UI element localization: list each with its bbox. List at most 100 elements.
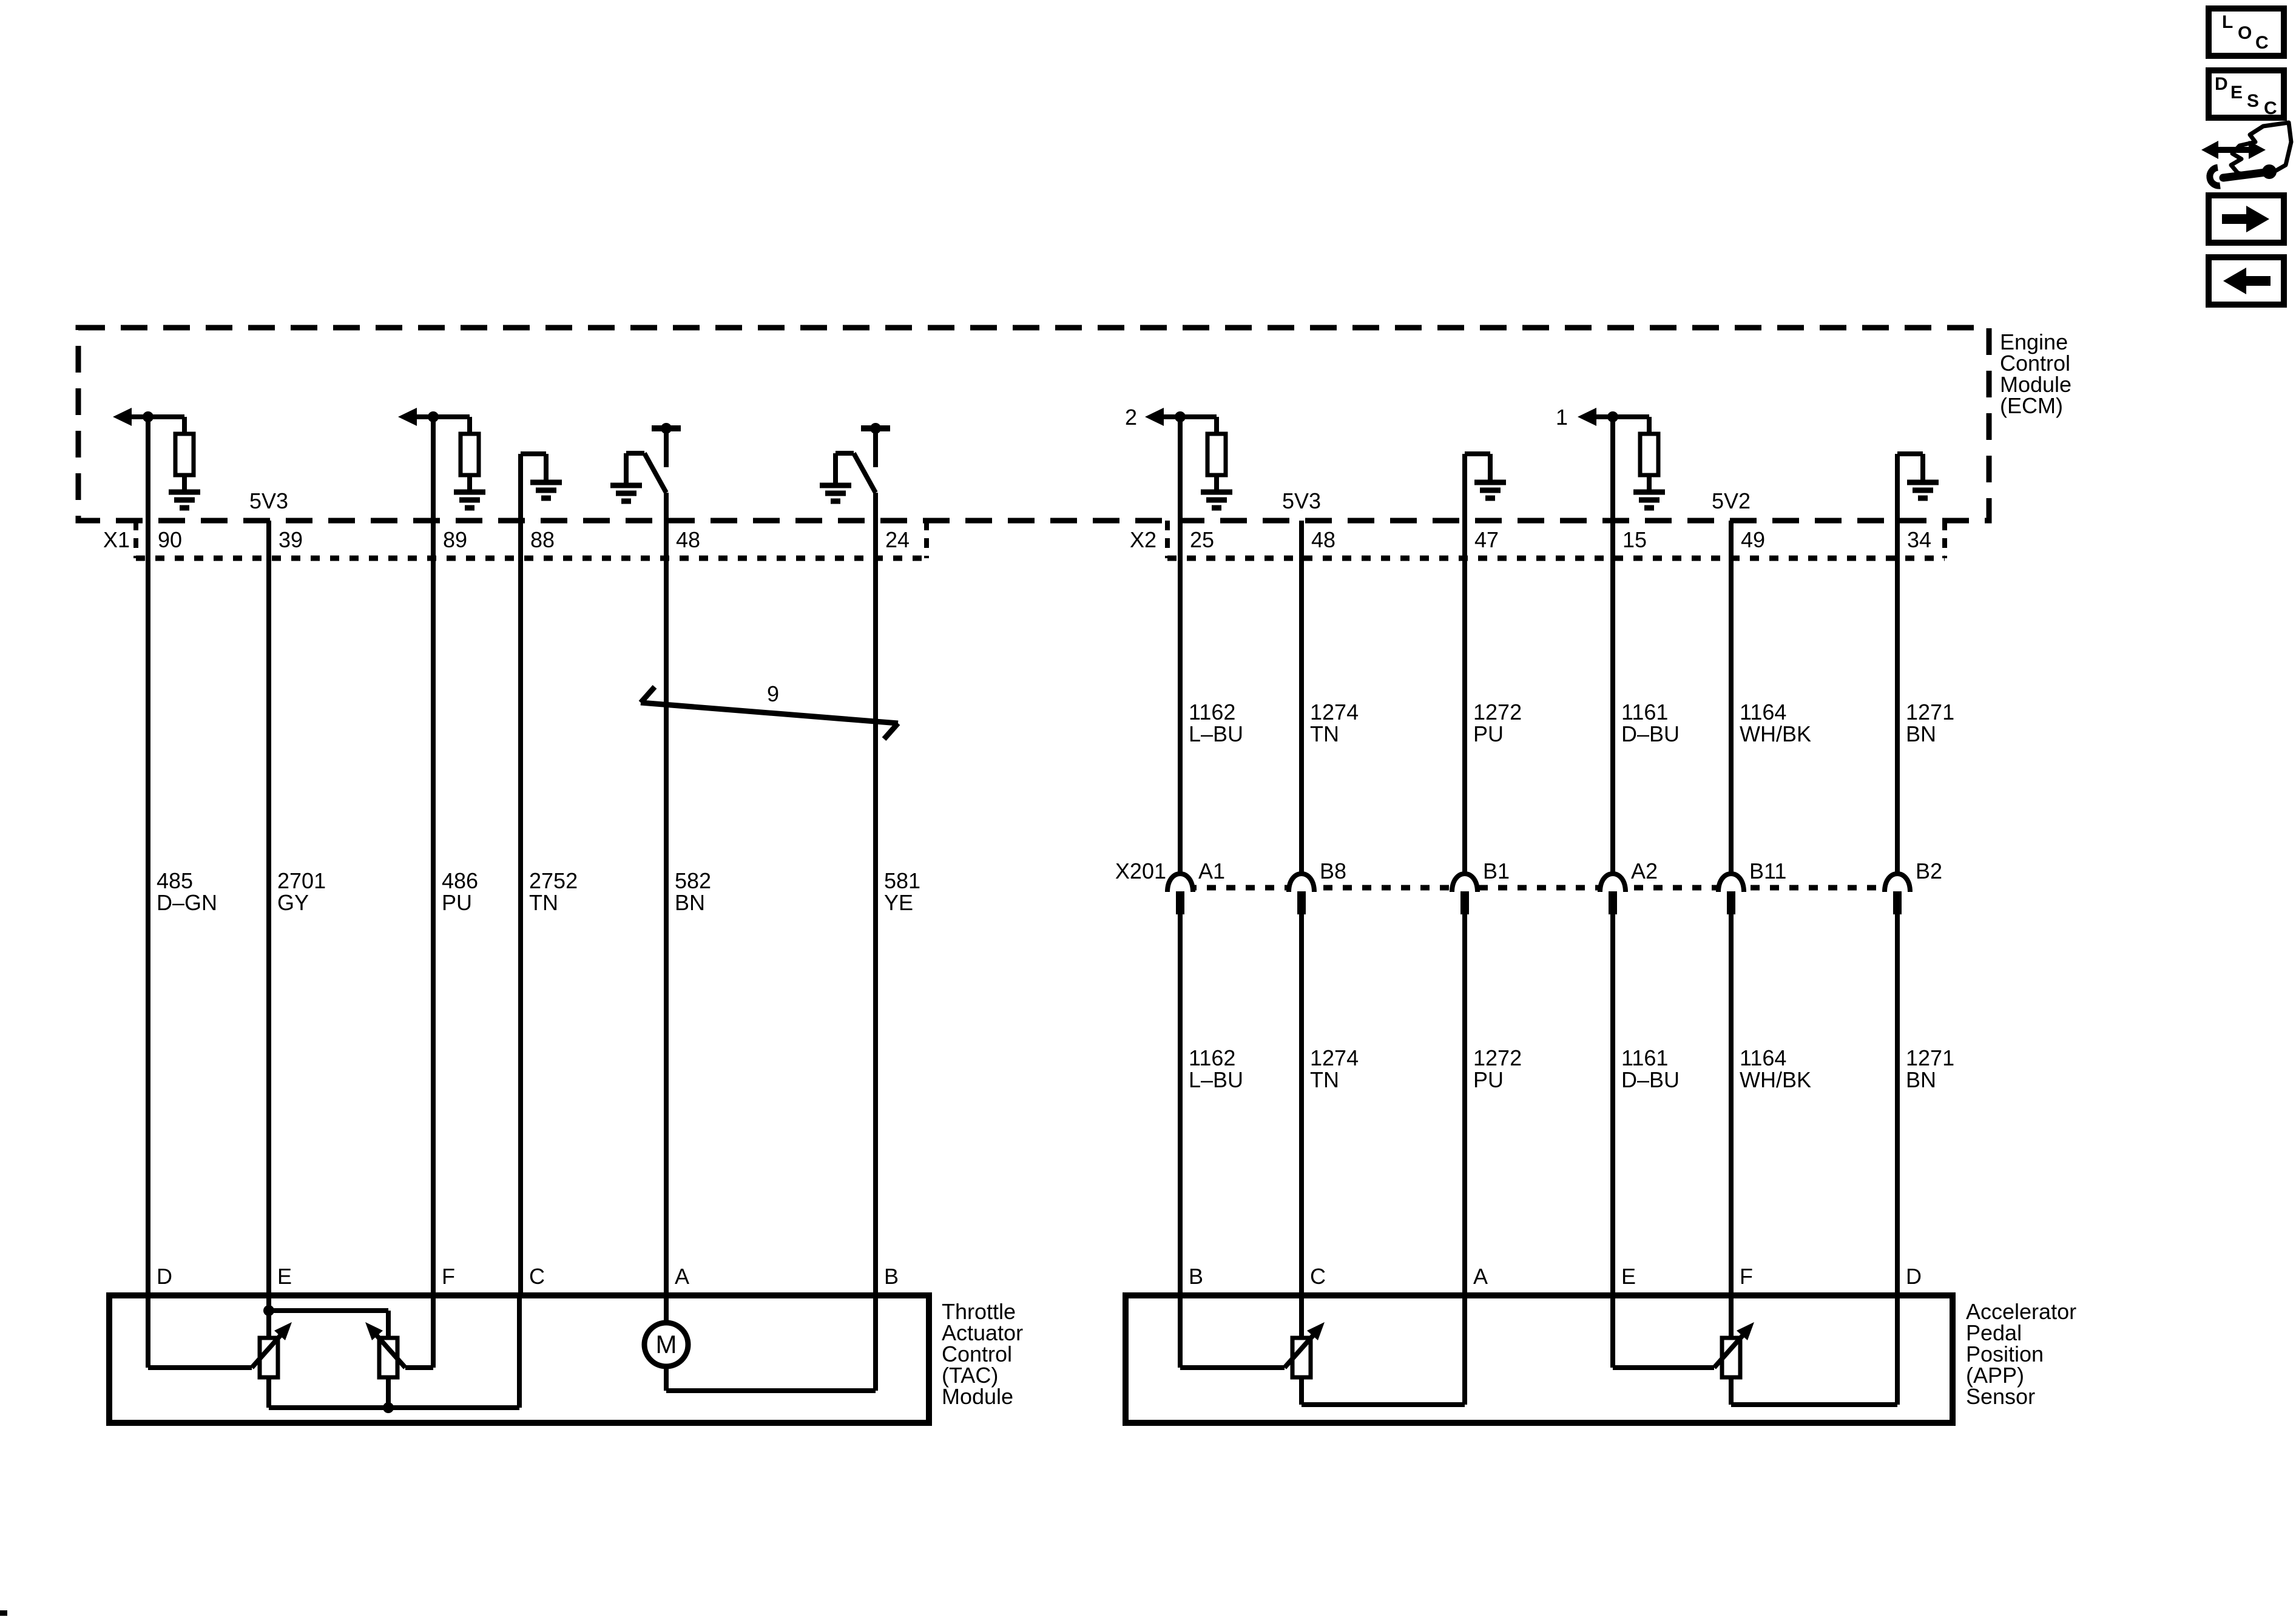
ref-voltage-5v3-left: 5V3 — [249, 488, 288, 513]
connector-x201-label: X201 — [1115, 859, 1166, 883]
wire-label: 1161 — [1621, 1045, 1668, 1070]
desc-letter-d: D — [2215, 74, 2228, 94]
wire-label: BN — [1906, 1067, 1936, 1092]
wire-label: 1274 — [1310, 700, 1359, 724]
ground-hook-pin88 — [518, 454, 562, 521]
app-pin-f: F — [1740, 1264, 1753, 1289]
app-pot2-wiper — [1712, 1333, 1745, 1369]
ref-voltage-5v3-right: 5V3 — [1282, 488, 1321, 513]
wire-label: PU — [1473, 1067, 1504, 1092]
app-pin-a: A — [1473, 1264, 1488, 1289]
wire-label: 1274 — [1310, 1045, 1359, 1070]
tac-title-line4: (TAC) — [942, 1363, 998, 1388]
x201-pin-a2: A2 — [1631, 859, 1658, 883]
x2-pin-25: 25 — [1190, 527, 1214, 552]
loom-annotation: 9 — [638, 681, 900, 741]
ecm-internals-left: 5V3 — [113, 408, 890, 521]
x2-pin-49: 49 — [1741, 527, 1765, 552]
wrench-jaw — [2206, 164, 2221, 189]
hand-outline — [2229, 120, 2294, 178]
ecm-title-line4: (ECM) — [2000, 393, 2063, 418]
ecm-module: Engine Control Module (ECM) — [75, 325, 2071, 524]
wire-label: D–BU — [1621, 721, 1680, 746]
x1-pin-24: 24 — [885, 527, 910, 552]
connector-x1-label: X1 — [103, 527, 130, 552]
connector-x1: X1 90 39 89 88 48 24 — [103, 521, 929, 561]
app-pin-b: B — [1189, 1264, 1203, 1289]
connector-pin — [1609, 891, 1617, 914]
tac-title-line5: Module — [942, 1384, 1013, 1409]
wire-label: 1162 — [1189, 1045, 1235, 1070]
tac-pot2-wiper-arrow — [365, 1322, 383, 1340]
loc-letter-c: C — [2255, 33, 2269, 53]
wire-label: YE — [884, 890, 913, 915]
connector-socket — [1885, 874, 1910, 892]
app-pot2-wiper-arrow — [1737, 1322, 1754, 1340]
x2-pin-48: 48 — [1311, 527, 1335, 552]
wire-label: 485 — [157, 868, 193, 893]
wire-label: 1272 — [1473, 700, 1522, 724]
ext-circuit-1-label: 1 — [1556, 405, 1568, 430]
loc-letter-o: O — [2238, 23, 2252, 43]
tac-title-line1: Throttle — [942, 1299, 1016, 1324]
connector-x2: X2 25 48 47 15 49 34 — [1130, 521, 1947, 561]
ref-voltage-5v2: 5V2 — [1712, 488, 1751, 513]
double-arrow-right-head — [2249, 141, 2266, 159]
wire-label: 2752 — [529, 868, 578, 893]
connector-pin — [1460, 891, 1469, 914]
wire-label: 1164 — [1740, 700, 1786, 724]
x201-pin-b2: B2 — [1916, 859, 1942, 883]
pullup-pin15 — [1578, 408, 1665, 508]
arrow-left-icon — [2223, 268, 2246, 294]
wire-label: TN — [529, 890, 558, 915]
x1-pin-88: 88 — [530, 527, 555, 552]
wire-label: TN — [1310, 721, 1339, 746]
loom-number: 9 — [767, 681, 779, 706]
wire-label: 1272 — [1473, 1045, 1522, 1070]
x1-pin-89: 89 — [443, 527, 467, 552]
connector-pin — [1176, 891, 1184, 914]
double-arrow-left-head — [2201, 141, 2218, 159]
x2-pin-47: 47 — [1474, 527, 1499, 552]
wire-label: GY — [277, 890, 309, 915]
ground-hook-pin47 — [1462, 454, 1506, 521]
app-pin-e: E — [1621, 1264, 1636, 1289]
app-title-line3: Position — [1966, 1342, 2044, 1366]
wire-label: L–BU — [1189, 1067, 1243, 1092]
tac-pin-a: A — [675, 1264, 689, 1289]
desc-button[interactable]: D E S C — [2206, 67, 2287, 121]
app-pot1-wiper — [1283, 1333, 1315, 1369]
wire-label: BN — [675, 890, 705, 915]
ext-circuit-2-label: 2 — [1125, 405, 1137, 430]
app-sensor: B C A E F D Accelerator Pedal Position (… — [1123, 1264, 2076, 1426]
next-button[interactable] — [2206, 192, 2287, 246]
wire-label: PU — [442, 890, 472, 915]
connector-pin — [1727, 891, 1735, 914]
right-harness-upper: 1162 L–BU 1274 TN 1272 PU 1161 D–BU 1164… — [1178, 417, 1954, 873]
arrow-right-icon — [2246, 206, 2269, 232]
ecm-box — [75, 325, 1992, 524]
wire-label: 1271 — [1906, 700, 1954, 724]
loc-button[interactable]: L O C — [2206, 5, 2287, 59]
tac-pin-f: F — [442, 1264, 455, 1289]
connector-socket — [1289, 874, 1314, 892]
driver-switch-pin48 — [610, 423, 681, 501]
tac-pin-e: E — [277, 1264, 292, 1289]
desc-letter-c: C — [2264, 98, 2277, 118]
right-harness-lower: 1162 L–BU 1274 TN 1272 PU 1161 D–BU 1164… — [1178, 914, 1954, 1295]
ground-hook-pin34 — [1895, 454, 1939, 521]
hand-wrench-icon[interactable] — [2201, 120, 2294, 189]
ecm-internals-right: 2 5V3 1 5V2 — [1125, 405, 1939, 521]
back-button[interactable] — [2206, 254, 2287, 308]
x201-pin-b1: B1 — [1483, 859, 1510, 883]
app-box — [1123, 1292, 1956, 1426]
tac-pot2-wiper — [374, 1333, 407, 1369]
tac-title-line3: Control — [942, 1342, 1012, 1366]
x201-pin-b11: B11 — [1749, 859, 1786, 883]
x201-pin-a1: A1 — [1198, 859, 1225, 883]
wire-label: WH/BK — [1740, 721, 1811, 746]
pullup-pin25 — [1145, 408, 1232, 508]
ecm-title-line3: Module — [2000, 372, 2071, 397]
app-title-line4: (APP) — [1966, 1363, 2024, 1388]
